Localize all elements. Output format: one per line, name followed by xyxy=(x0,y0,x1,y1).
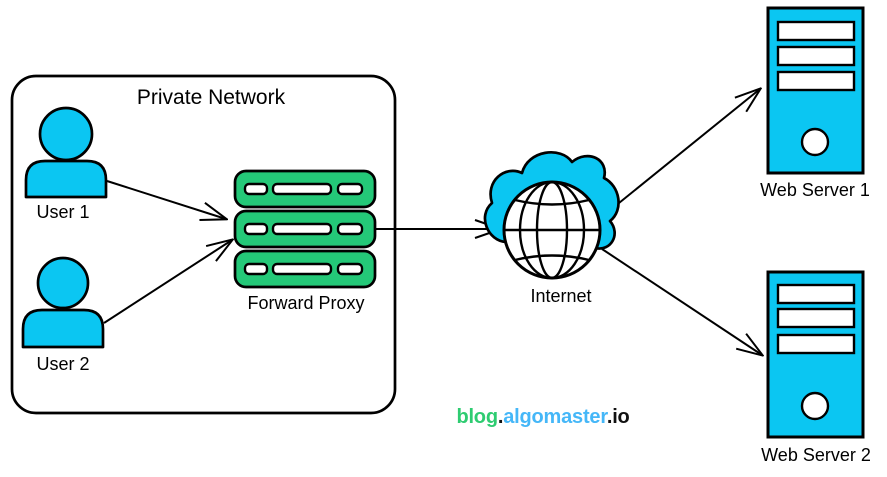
user-2-label: User 2 xyxy=(36,354,89,374)
server-power-button xyxy=(800,127,830,157)
watermark-dot1: . xyxy=(498,406,503,428)
user-1-body xyxy=(24,159,108,199)
server-slot xyxy=(776,20,856,42)
watermark: blog.algomaster.io xyxy=(456,406,629,428)
arrow-internet-to-server1 xyxy=(618,89,760,204)
internet-node: Internet xyxy=(483,151,620,306)
watermark-tld: io xyxy=(612,406,629,428)
proxy-slot xyxy=(336,262,364,276)
proxy-slot xyxy=(271,182,333,196)
web-server-1-label: Web Server 1 xyxy=(760,180,870,200)
proxy-slot xyxy=(243,222,269,236)
server-power-button xyxy=(800,391,830,421)
user-2-body xyxy=(21,308,105,349)
forward-proxy-label: Forward Proxy xyxy=(247,293,364,313)
web-server-2-label: Web Server 2 xyxy=(761,445,871,465)
internet-label: Internet xyxy=(530,286,591,306)
globe-parallel-bottom xyxy=(514,254,590,262)
private-network-box xyxy=(10,74,397,415)
globe-parallel-top xyxy=(514,198,590,206)
arrow-internet-to-server2 xyxy=(601,248,762,355)
user-1-label: User 1 xyxy=(36,202,89,222)
watermark-dot2: . xyxy=(607,406,612,428)
proxy-slot xyxy=(271,222,333,236)
proxy-slot xyxy=(336,182,364,196)
arrow-user2-to-proxy xyxy=(103,240,232,324)
proxy-slot xyxy=(336,222,364,236)
user-2-node: User 2 xyxy=(21,256,105,374)
proxy-slot xyxy=(243,182,269,196)
forward-proxy-node: Forward Proxy xyxy=(233,169,377,313)
server-slot xyxy=(776,45,856,67)
server-slot xyxy=(776,70,856,92)
watermark-blog: blog xyxy=(456,406,497,428)
server-slot xyxy=(776,283,856,305)
user-1-node: User 1 xyxy=(24,106,108,222)
user-2-person-icon xyxy=(36,256,90,310)
web-server-2-node: Web Server 2 xyxy=(761,270,871,465)
web-server-1-node: Web Server 1 xyxy=(760,6,870,200)
proxy-slot xyxy=(243,262,269,276)
arrow-user1-to-proxy xyxy=(106,180,226,219)
proxy-slot xyxy=(271,262,333,276)
server-slot xyxy=(776,307,856,329)
user-1-person-icon xyxy=(38,106,94,162)
server-slot xyxy=(776,333,856,355)
private-network-label: Private Network xyxy=(137,86,286,109)
watermark-name: algomaster xyxy=(503,406,608,428)
